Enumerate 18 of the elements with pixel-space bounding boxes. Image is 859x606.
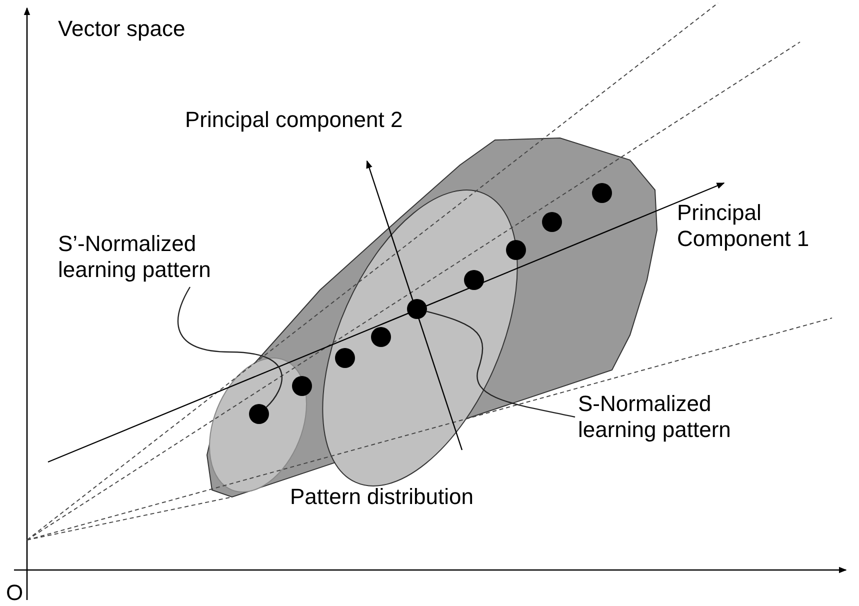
data-point — [335, 348, 355, 368]
data-point — [371, 327, 391, 347]
data-point — [592, 183, 612, 203]
data-point — [506, 240, 526, 260]
origin-label: O — [6, 580, 24, 606]
data-point — [464, 270, 484, 290]
data-point — [249, 404, 269, 424]
callout-text: S’-Normalized learning pattern — [58, 231, 212, 283]
data-point — [292, 376, 312, 396]
text-label: Principal component 2 — [185, 107, 403, 133]
data-point — [542, 212, 562, 232]
text-label: Principal Component 1 — [677, 200, 810, 252]
text-label: Vector space — [58, 16, 186, 42]
leader-line — [426, 310, 576, 418]
callout-text: S-Normalized learning pattern — [578, 391, 732, 443]
data-point — [407, 299, 427, 319]
leader-line — [178, 286, 282, 408]
text-label: Pattern distribution — [290, 484, 474, 510]
